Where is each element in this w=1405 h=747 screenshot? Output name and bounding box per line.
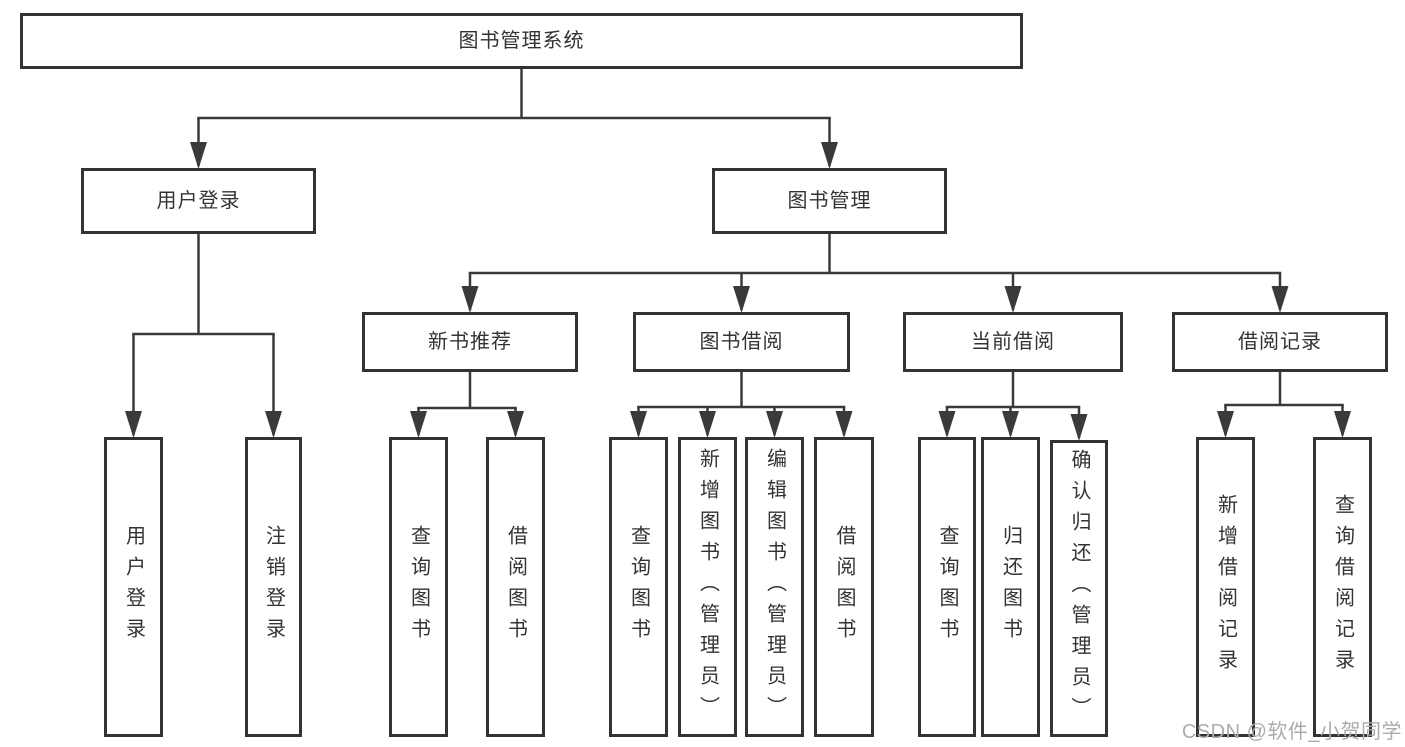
connector-arrowhead (766, 411, 783, 438)
node-book-borrow: 图书借阅 (633, 312, 850, 372)
connector-arrowhead (461, 286, 479, 313)
node-user-login: 用户登录 (81, 168, 316, 234)
connector-arrowhead (938, 411, 956, 438)
connector-arrowhead (630, 411, 647, 438)
connector-arrowhead (1217, 411, 1234, 438)
connector-arrowhead (1334, 411, 1351, 438)
connector-arrowhead (507, 411, 524, 438)
connector-arrowhead (733, 286, 750, 313)
connector-arrowhead (125, 411, 142, 438)
node-leaf-borrow-book-2: 借阅图书 (814, 437, 874, 737)
connector-arrowhead (699, 411, 716, 438)
node-borrow-records: 借阅记录 (1172, 312, 1388, 372)
connector-arrowhead (1004, 286, 1022, 313)
connector-arrowhead (1271, 286, 1289, 313)
connector-arrowhead (835, 411, 853, 438)
node-leaf-confirm-return: 确认归还（管理员） (1050, 440, 1108, 737)
node-leaf-borrow-book-1: 借阅图书 (486, 437, 545, 737)
node-new-book-rec: 新书推荐 (362, 312, 578, 372)
connector-arrowhead (821, 142, 838, 169)
node-leaf-edit-book: 编辑图书（管理员） (745, 437, 804, 737)
node-leaf-query-record: 查询借阅记录 (1313, 437, 1372, 737)
connector-arrowhead (190, 142, 207, 169)
node-leaf-logout: 注销登录 (245, 437, 302, 737)
node-leaf-query-book-3: 查询图书 (918, 437, 976, 737)
node-book-mgmt: 图书管理 (712, 168, 947, 234)
node-leaf-add-book: 新增图书（管理员） (678, 437, 737, 737)
node-leaf-add-record: 新增借阅记录 (1196, 437, 1255, 737)
node-leaf-query-book-1: 查询图书 (389, 437, 448, 737)
connector-arrowhead (1070, 414, 1088, 441)
connector-arrowhead (410, 411, 427, 438)
node-current-borrow: 当前借阅 (903, 312, 1123, 372)
node-leaf-return-book: 归还图书 (981, 437, 1040, 737)
node-leaf-user-login: 用户登录 (104, 437, 163, 737)
connector-arrowhead (1002, 411, 1019, 438)
node-root: 图书管理系统 (20, 13, 1023, 69)
node-leaf-query-book-2: 查询图书 (609, 437, 668, 737)
connector-arrowhead (265, 411, 282, 438)
